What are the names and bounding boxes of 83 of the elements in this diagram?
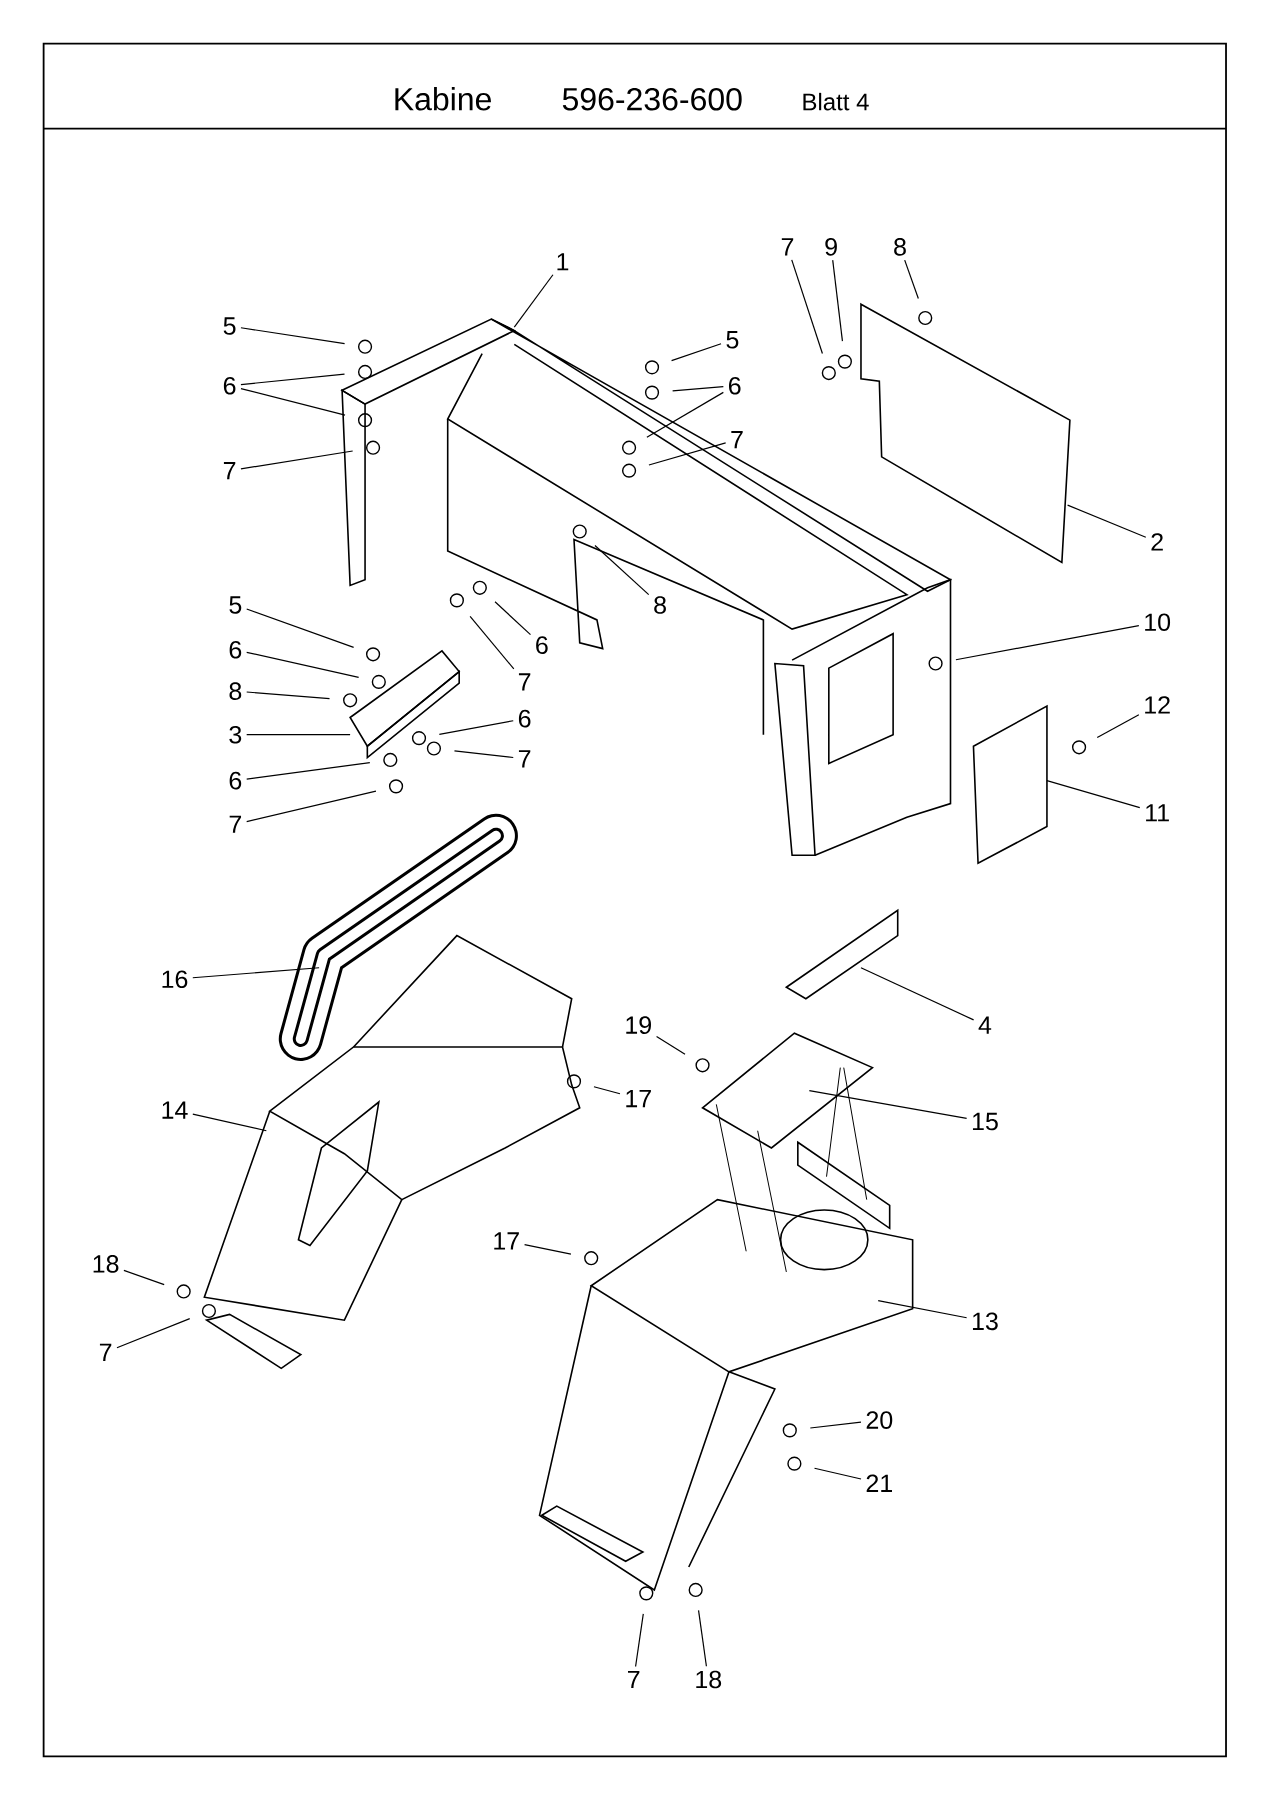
callout-number: 8 <box>229 682 242 700</box>
callout-number: 18 <box>93 1255 119 1273</box>
leader-line <box>1096 714 1140 739</box>
leader-line <box>453 750 514 759</box>
leader-line <box>791 259 824 355</box>
leader-line <box>246 790 377 823</box>
leader-line <box>240 327 346 345</box>
leader-line <box>593 1086 621 1095</box>
callout-number: 8 <box>894 238 906 256</box>
leader-line <box>246 691 331 700</box>
leader-line <box>123 1269 165 1286</box>
callout-number: 6 <box>229 771 242 790</box>
callout-number: 6 <box>229 640 242 659</box>
callout-number: 13 <box>973 1312 998 1331</box>
callout-number: 7 <box>229 815 242 833</box>
callout-number: 7 <box>731 431 743 449</box>
leader-line <box>246 608 355 648</box>
callout-number: 12 <box>1145 696 1170 714</box>
callout-number: 18 <box>696 1670 722 1689</box>
callout-number: 15 <box>973 1112 998 1131</box>
callout-number: 5 <box>726 331 739 349</box>
leader-line <box>648 442 727 466</box>
callout-number: 21 <box>866 1474 893 1492</box>
callout-number: 16 <box>162 970 188 989</box>
leader-line <box>955 625 1140 661</box>
leader-line <box>646 391 725 438</box>
callout-number: 9 <box>825 238 837 256</box>
callout-number: 17 <box>494 1232 519 1250</box>
leader-line <box>809 1421 862 1429</box>
leader-line <box>116 1318 191 1349</box>
leader-line <box>877 1300 968 1319</box>
callout-number: 2 <box>1151 533 1163 551</box>
callout-number: 20 <box>866 1411 893 1429</box>
leader-line <box>513 274 554 328</box>
leader-line <box>808 1090 968 1119</box>
leader-line <box>832 259 844 342</box>
leader-line <box>671 343 722 362</box>
leader-line <box>240 450 354 470</box>
leader-line <box>814 1467 862 1480</box>
leader-line <box>246 651 360 678</box>
callout-number: 19 <box>626 1016 652 1034</box>
leader-line <box>469 615 515 670</box>
callout-number: 5 <box>223 317 236 335</box>
callout-number: 1 <box>557 253 569 271</box>
leader-line <box>904 259 920 300</box>
leader-line <box>672 386 725 392</box>
callout-number: 10 <box>1145 613 1171 632</box>
callout-number: 3 <box>229 725 242 744</box>
leader-line <box>635 1613 644 1668</box>
leader-line <box>240 373 346 386</box>
callout-number: 7 <box>519 673 531 691</box>
leader-line <box>240 388 346 416</box>
callout-number: 7 <box>781 238 794 256</box>
leader-line <box>860 967 975 1021</box>
leader-line <box>246 734 351 736</box>
callout-number: 7 <box>224 462 236 480</box>
callout-number: 6 <box>729 376 741 395</box>
leader-line <box>494 601 532 636</box>
part-number: 596-236-600 <box>562 87 742 111</box>
leader-line <box>192 1113 268 1132</box>
leader-line <box>524 1244 572 1255</box>
callout-number: 8 <box>654 596 667 614</box>
leader-line <box>438 720 514 735</box>
callout-number: 6 <box>224 376 236 395</box>
leader-line <box>698 1609 708 1667</box>
leader-line <box>594 544 650 596</box>
leader-line <box>192 967 320 979</box>
callout-number: 7 <box>519 750 531 768</box>
leader-line <box>656 1036 686 1055</box>
callout-number: 7 <box>628 1670 640 1689</box>
callout-number: 4 <box>978 1016 992 1034</box>
title: Kabine <box>395 87 492 111</box>
leader-line <box>1067 504 1147 538</box>
callout-number: 6 <box>519 709 531 728</box>
leader-line <box>1046 780 1141 809</box>
callout-number: 17 <box>626 1090 651 1108</box>
callout-number: 14 <box>162 1101 188 1119</box>
callout-number: 5 <box>229 596 242 614</box>
callout-number: 7 <box>100 1343 112 1361</box>
leader-line <box>246 762 371 780</box>
sheet-label: Blatt 4 <box>803 92 869 111</box>
callout-number: 6 <box>536 636 548 654</box>
callout-number: 11 <box>1146 804 1169 822</box>
